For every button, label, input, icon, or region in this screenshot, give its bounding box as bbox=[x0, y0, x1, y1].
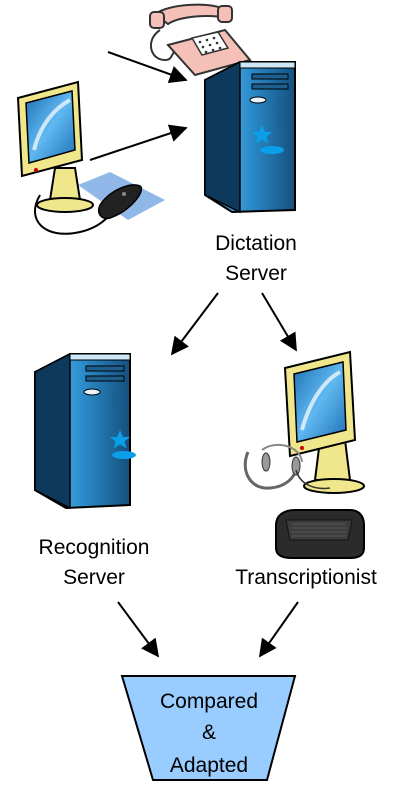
dictation-server-label-line2: Server bbox=[225, 262, 287, 285]
foot-pedal-icon bbox=[275, 509, 365, 559]
headset-icon bbox=[243, 443, 331, 490]
transcriptionist-workstation-icon bbox=[283, 350, 365, 494]
arrow-recognition-to-compared bbox=[117, 601, 160, 658]
recognition-server-label-line2: Server bbox=[63, 566, 125, 589]
recognition-server-label-line1: Recognition bbox=[39, 536, 150, 559]
dictation-server-icon bbox=[204, 60, 296, 214]
arrow-dictation-to-transcriptionist bbox=[261, 292, 297, 352]
arrow-phone-to-dictation bbox=[107, 51, 188, 83]
compared-adapted-funnel bbox=[120, 675, 297, 781]
arrow-transcriptionist-to-compared bbox=[258, 601, 299, 658]
compared-label: Compared bbox=[160, 690, 258, 713]
workstation-icon bbox=[16, 80, 165, 235]
transcriptionist-label: Transcriptionist bbox=[235, 566, 377, 589]
recognition-server-icon bbox=[34, 352, 136, 510]
adapted-label: Adapted bbox=[170, 754, 248, 777]
ampersand-label: & bbox=[202, 721, 216, 744]
arrow-workstation-to-dictation bbox=[89, 124, 188, 161]
dictation-server-label-line1: Dictation bbox=[215, 232, 297, 255]
arrow-dictation-to-recognition bbox=[170, 292, 219, 356]
telephone-icon bbox=[149, 3, 252, 77]
